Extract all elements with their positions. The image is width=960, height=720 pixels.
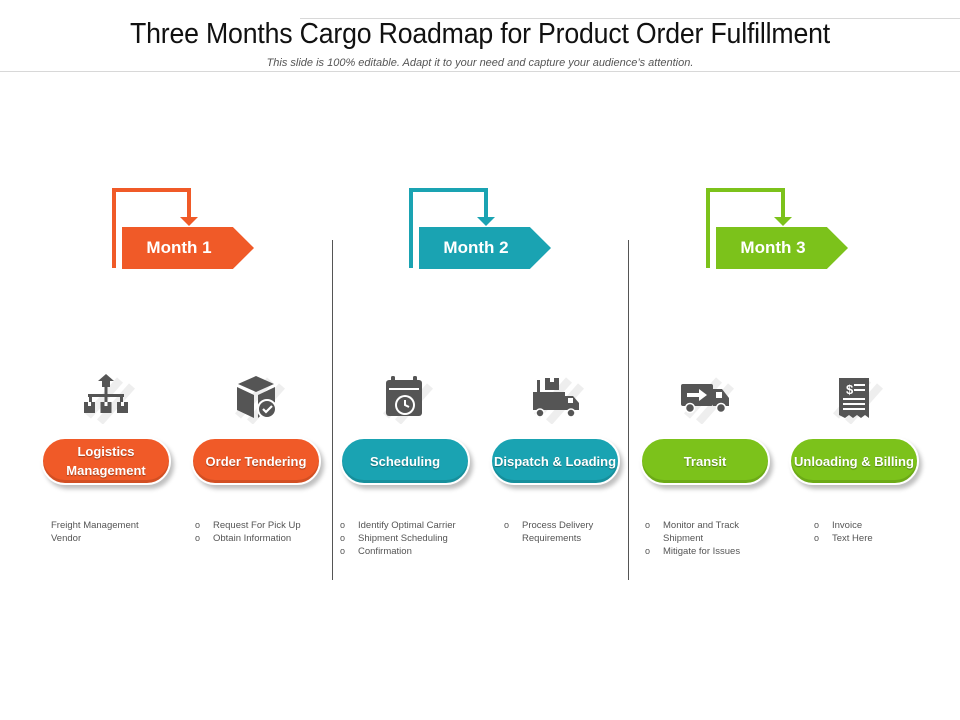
step-5-bullet: Monitor and Track Shipment (645, 519, 760, 545)
step-6-bullet: Invoice (814, 519, 914, 532)
step-unloading-billing: Unloading & Billing (789, 437, 919, 485)
month-3-tag: Month 3 (716, 227, 848, 269)
month-1-arrow-bracket (112, 188, 198, 268)
page-subtitle: This slide is 100% editable. Adapt it to… (266, 57, 694, 69)
truck-loading-icon (533, 377, 584, 424)
month-2-arrow-bracket (409, 188, 495, 268)
step-dispatch-loading: Dispatch & Loading (490, 437, 620, 485)
invoice-icon: $ (833, 377, 883, 424)
month-2-tag: Month 2 (419, 227, 551, 269)
delivery-truck-icon (681, 377, 734, 424)
page-title: Three Months Cargo Roadmap for Product O… (130, 18, 830, 50)
step-scheduling: Scheduling (340, 437, 470, 485)
logistics-network-icon (84, 374, 135, 424)
column-divider-1 (332, 240, 333, 580)
month-3-arrow-bracket (706, 188, 792, 268)
step-transit: Transit (640, 437, 770, 485)
header-top-rule (300, 18, 960, 19)
step-5-bullet: Mitigate for Issues (645, 545, 760, 558)
month-1-tag: Month 1 (122, 227, 254, 269)
step-1-desc-line: Freight Management Vendor (51, 520, 139, 544)
step-3-description: Identify Optimal Carrier Shipment Schedu… (340, 519, 475, 558)
step-2-bullet: Request For Pick Up (195, 519, 325, 532)
header-bottom-rule (0, 71, 960, 72)
box-check-icon (235, 376, 285, 424)
svg-text:$: $ (846, 382, 854, 397)
step-4-bullet: Process Delivery Requirements (504, 519, 609, 545)
step-5-description: Monitor and Track Shipment Mitigate for … (645, 519, 760, 558)
column-divider-2 (628, 240, 629, 580)
step-2-bullet: Obtain Information (195, 532, 325, 545)
step-4-description: Process Delivery Requirements (504, 519, 609, 545)
step-2-description: Request For Pick Up Obtain Information (195, 519, 325, 545)
step-order-tendering: Order Tendering (191, 437, 321, 485)
step-3-bullet: Identify Optimal Carrier (340, 519, 475, 532)
step-3-bullet: Shipment Scheduling (340, 532, 475, 545)
step-1-description: Freight Management Vendor (51, 519, 161, 545)
step-3-bullet: Confirmation (340, 545, 475, 558)
step-6-description: Invoice Text Here (814, 519, 914, 545)
step-6-bullet: Text Here (814, 532, 914, 545)
step-logistics-management: Logistics Management (41, 437, 171, 485)
calendar-clock-icon (383, 376, 433, 424)
